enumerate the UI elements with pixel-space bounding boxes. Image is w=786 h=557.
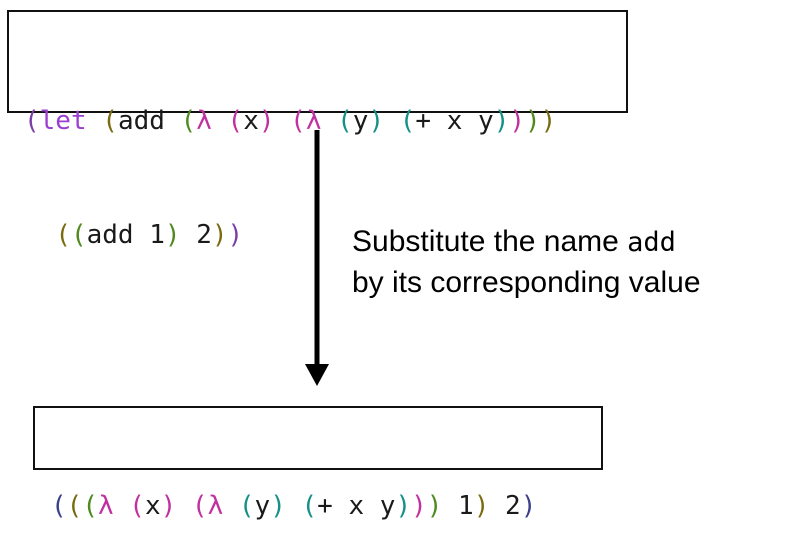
code-token: ( [129,491,145,521]
code-token: ) [509,106,525,136]
code-token: ( [301,491,318,521]
result-code-box: (((λ (x) (λ (y) (+ x y))) 1) 2) [33,406,603,521]
code-token: ) [368,106,400,136]
code-token: 1 [442,491,474,521]
source-code-line-1: (let (add (λ (x) (λ (y) (+ x y)))) [24,102,626,140]
code-token: ( [290,106,306,136]
code-token: ) [270,491,302,521]
code-token: ( [337,106,353,136]
code-token: ) [164,220,181,250]
source-code-line-2: ((add 1) 2)) [24,216,626,254]
code-token: ) [411,491,427,521]
code-token: add 1 [86,220,165,250]
code-token: ( [51,491,67,521]
source-code-box: (let (add (λ (x) (λ (y) (+ x y)))) ((add… [7,10,628,250]
code-token: y [254,491,271,521]
code-token: ( [70,220,87,250]
code-token: ) [525,106,541,136]
code-token: λ [305,106,338,136]
code-token: ( [24,106,40,136]
substitution-caption: Substitute the name add by its correspon… [352,222,701,303]
code-token: λ [207,491,239,521]
caption-line-2: by its corresponding value [352,266,701,299]
caption-line-1: Substitute the name add [352,222,701,263]
code-token: let [39,106,87,136]
result-code-line-1: (((λ (x) (λ (y) (+ x y))) 1) 2) [51,489,601,523]
code-token: y [352,106,369,136]
code-token [24,220,55,250]
code-token: x [144,491,161,521]
caption-line-1-text: Substitute the name [352,225,628,258]
code-token: x [243,106,259,136]
code-token: ) [473,491,490,521]
code-token: ( [191,491,208,521]
code-token: ( [66,491,83,521]
down-arrow-icon [305,130,329,386]
code-token: 2 [489,491,521,521]
code-token: ( [180,106,197,136]
code-token: ) [395,491,412,521]
code-token: ) [258,106,291,136]
code-token: ( [55,220,71,250]
code-token: ) [540,106,557,136]
code-token: ) [426,491,443,521]
code-token: ) [211,220,228,250]
code-token: + x y [415,106,494,136]
code-token: 2 [180,220,212,250]
code-token: ) [493,106,510,136]
code-token: λ [196,106,228,136]
code-token: ( [102,106,118,136]
code-token: add [117,106,181,136]
code-token: λ [97,491,130,521]
code-token: + x y [317,491,396,521]
code-token: ( [399,106,416,136]
code-token: ( [227,106,244,136]
caption-code-name: add [627,227,676,258]
code-token: ) [160,491,192,521]
code-token: ( [82,491,98,521]
code-token: ) [520,491,537,521]
code-token [87,106,103,136]
code-token: ( [238,491,255,521]
code-token: ) [227,220,244,250]
